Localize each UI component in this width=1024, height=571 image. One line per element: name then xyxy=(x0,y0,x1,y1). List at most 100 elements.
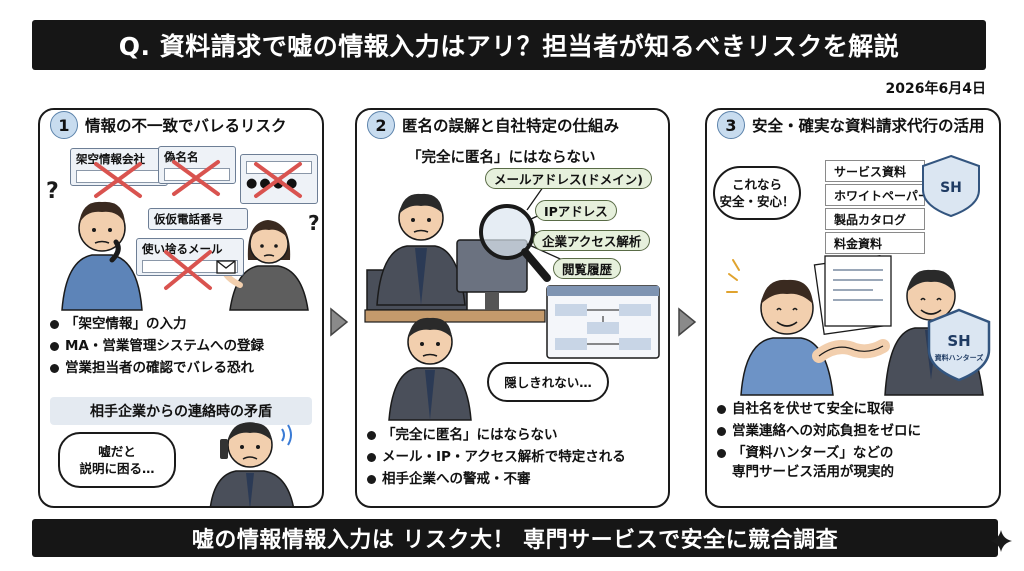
doc-white-paper: ホワイトペーパー xyxy=(825,184,930,206)
doc-service-material: サービス資料 xyxy=(825,160,925,182)
question-mark-icon: ? xyxy=(308,211,320,235)
panel-2-number: 2 xyxy=(367,111,395,139)
panel-1-illustration: ? ? xyxy=(46,179,320,311)
panel-3-title: 安全・確実な資料請求代行の活用 xyxy=(752,117,985,135)
panel-1-subheading: 相手企業からの連絡時の矛盾 xyxy=(50,397,312,425)
bullet-item: 「完全に匿名」にはならない xyxy=(367,426,660,445)
sparkle-icon xyxy=(990,530,1012,552)
form-label: 偽名名 xyxy=(164,150,199,164)
worried-man-icon xyxy=(388,317,472,421)
bullet-text: 相手企業への警戒・不審 xyxy=(382,471,531,487)
bullet-item: メール・IP・アクセス解析で特定される xyxy=(367,448,660,467)
bullet-text: 「完全に匿名」にはならない xyxy=(382,427,558,443)
arrow-right-icon xyxy=(678,307,697,337)
bubble-line: 説明に困る… xyxy=(79,461,155,476)
bullet-text: MA・営業管理システムへの登録 xyxy=(65,338,264,354)
fake-phone-form: 仮仮電話番号 xyxy=(148,208,248,230)
panel-3-speech-bubble: これなら 安全・安心！ xyxy=(713,166,801,220)
form-field xyxy=(164,168,230,181)
doc-product-catalog: 製品カタログ xyxy=(825,208,925,230)
panel-1-bullets: 「架空情報」の入力 MA・営業管理システムへの登録 営業担当者の確認でバレる恐れ xyxy=(50,315,314,381)
title-banner: Q. 資料請求で嘘の情報入力はアリ？担当者が知るべきリスクを解説 xyxy=(32,20,986,70)
panel-2-caption: 「完全に匿名」にはならない xyxy=(407,150,596,166)
panel-2: 2 匿名の誤解と自社特定の仕組み 「完全に匿名」にはならない xyxy=(355,108,670,508)
panel-2-header: 2 匿名の誤解と自社特定の仕組み xyxy=(367,110,658,142)
bullet-text: 「資料ハンターズ」などの xyxy=(732,445,894,461)
arrow-right-icon xyxy=(330,307,349,337)
disposable-email-form: 使い捨るメール xyxy=(136,238,244,276)
panel-2-speech-bubble: 隠しきれない… xyxy=(487,362,609,402)
password-form: ●●●● xyxy=(240,154,318,204)
bullet-dot-icon xyxy=(50,364,59,373)
panel-3-bullets: 自社名を伏せて安全に取得 営業連絡への対応負担をゼロに 「資料ハンターズ」などの… xyxy=(717,400,991,485)
panel-1-speech-bubble: 嘘だと 説明に困る… xyxy=(58,432,176,488)
tag-browsing-history: 閲覧履歴 xyxy=(553,258,622,279)
page-title: Q. 資料請求で嘘の情報入力はアリ？担当者が知るべきリスクを解説 xyxy=(118,32,900,61)
bullet-item: 自社名を伏せて安全に取得 xyxy=(717,400,991,419)
bullet-dot-icon xyxy=(717,449,726,458)
form-field xyxy=(142,260,238,273)
bullet-item: 営業連絡への対応負担をゼロに xyxy=(717,422,991,441)
shield-badge-icon: SH xyxy=(922,154,980,218)
panel-2-bullets: 「完全に匿名」にはならない メール・IP・アクセス解析で特定される 相手企業への… xyxy=(367,426,660,492)
bullet-text: 「架空情報」の入力 xyxy=(65,316,187,332)
bullet-item: 営業担当者の確認でバレる恐れ xyxy=(50,359,314,378)
tag-ip-address: IPアドレス xyxy=(535,200,617,221)
bullet-item-continued: 専門サービス活用が現実的 xyxy=(717,463,991,482)
panel-1-header: 1 情報の不一致でバレるリスク xyxy=(50,110,312,142)
bullet-dot-icon xyxy=(367,453,376,462)
bullet-text: 営業連絡への対応負担をゼロに xyxy=(732,423,921,439)
doc-pricing: 料金資料 xyxy=(825,232,925,254)
form-field xyxy=(76,170,162,183)
panel-3: 3 安全・確実な資料請求代行の活用 これなら 安全・安心！ サービス資料 ホワイ… xyxy=(705,108,1001,508)
shield-badge-caption: 資料ハンターズ xyxy=(935,353,984,362)
bubble-line: 嘘だと xyxy=(98,444,136,459)
bullet-item: MA・営業管理システムへの登録 xyxy=(50,337,314,356)
panel-3-header: 3 安全・確実な資料請求代行の活用 xyxy=(717,110,989,142)
bullet-dot-icon xyxy=(367,431,376,440)
panel-1: 1 情報の不一致でバレるリスク ? ? 架空情報会社 偽名名 xyxy=(38,108,324,508)
bullet-dot-icon xyxy=(717,405,726,414)
handshake-icon xyxy=(812,339,890,363)
password-dots: ●●●● xyxy=(246,176,300,191)
confused-man-icon xyxy=(61,201,143,311)
form-label: 仮仮電話番号 xyxy=(154,212,223,226)
footer-banner: 嘘の情報情報入力は リスク大！ 専門サービスで安全に競合調査 xyxy=(32,519,998,557)
form-label: 架空情報会社 xyxy=(76,152,145,166)
bullet-text: 営業担当者の確認でバレる恐れ xyxy=(65,360,254,376)
bullet-text: メール・IP・アクセス解析で特定される xyxy=(382,449,626,465)
fake-name-form: 偽名名 xyxy=(158,146,236,184)
bullet-item: 相手企業への警戒・不審 xyxy=(367,470,660,489)
footer-text: 嘘の情報情報入力は リスク大！ 専門サービスで安全に競合調査 xyxy=(191,528,839,553)
bullet-dot-icon xyxy=(367,475,376,484)
bullet-dot-icon xyxy=(50,320,59,329)
bullet-text: 自社名を伏せて安全に取得 xyxy=(732,401,894,417)
bullet-item: 「架空情報」の入力 xyxy=(50,315,314,334)
question-mark-icon: ? xyxy=(46,179,59,204)
panel-1-title: 情報の不一致でバレるリスク xyxy=(85,117,287,135)
bullet-text: 専門サービス活用が現実的 xyxy=(732,464,894,480)
bullet-item: 「資料ハンターズ」などの xyxy=(717,444,991,463)
bullet-dot-icon xyxy=(50,342,59,351)
phone-man-icon xyxy=(209,422,294,506)
form-label: 使い捨るメール xyxy=(142,242,223,256)
hunters-shield-icon: SH 資料ハンターズ xyxy=(927,308,991,382)
smiling-man-icon xyxy=(726,259,834,396)
analytics-window-icon xyxy=(546,285,660,359)
panel-2-illustration xyxy=(364,169,660,421)
shield-badge-text: SH xyxy=(947,332,970,350)
fake-company-form: 架空情報会社 xyxy=(70,148,168,186)
worried-woman-icon xyxy=(221,220,309,311)
panel-3-illustration: SH SH 資料ハンター xyxy=(726,154,991,396)
panel-1-number: 1 xyxy=(50,111,78,139)
form-field xyxy=(246,161,312,174)
magnifying-glass-icon xyxy=(479,204,551,282)
shield-badge-text: SH xyxy=(940,180,962,196)
tag-access-analysis: 企業アクセス解析 xyxy=(533,230,651,251)
bubble-line: これなら xyxy=(731,177,782,192)
bubble-line: 安全・安心！ xyxy=(719,194,795,209)
tag-email-domain: メールアドレス(ドメイン) xyxy=(485,168,652,189)
panel-3-number: 3 xyxy=(717,111,745,139)
document-stack-icon xyxy=(813,255,892,335)
panel-2-title: 匿名の誤解と自社特定の仕組み xyxy=(402,117,620,135)
